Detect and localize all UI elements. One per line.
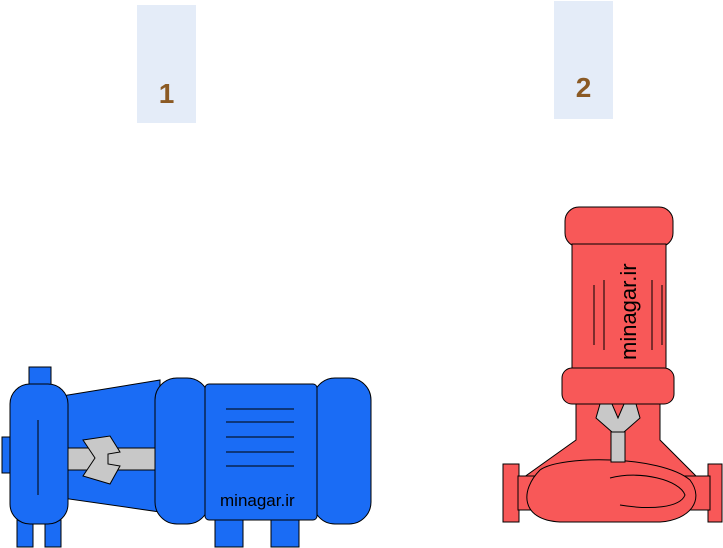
- label-number-1: 1: [158, 78, 175, 109]
- vertical-pump: [502, 206, 723, 523]
- suction-flange: [502, 463, 520, 523]
- motor-foot-2: [270, 519, 300, 548]
- motor-top-cap: [564, 206, 674, 248]
- red-pump-watermark: minagar.ir: [616, 263, 641, 360]
- label-box-2: 2: [554, 1, 613, 119]
- motor-vents: [226, 408, 294, 467]
- volute-curve: [609, 474, 686, 509]
- label-box-1: 1: [137, 5, 196, 123]
- volute-casing: [526, 459, 697, 523]
- horizontal-pump: [1, 366, 372, 548]
- vertical-motor-vents: [593, 280, 663, 350]
- vertical-motor-body: [571, 243, 667, 373]
- vertical-coupling: [595, 403, 641, 433]
- vertical-shaft: [610, 427, 626, 463]
- blue-pump-watermark: minagar.ir: [220, 491, 295, 510]
- motor-end-cap-right: [312, 377, 372, 525]
- shaft-coupling: [82, 435, 121, 485]
- motor-bottom-cap: [561, 367, 675, 405]
- label-number-2: 2: [575, 72, 592, 103]
- motor-end-cap-left: [154, 377, 210, 525]
- motor-foot-1: [214, 519, 244, 548]
- pump-casing: [9, 383, 69, 525]
